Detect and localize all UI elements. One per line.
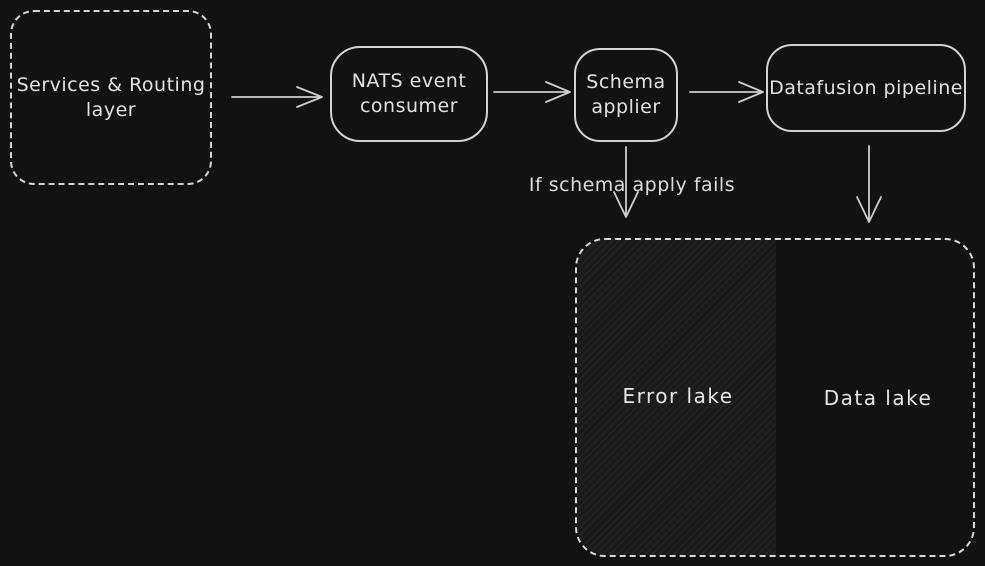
node-label: Datafusion pipeline — [769, 76, 963, 99]
node-nats-event-consumer: NATS event consumer — [330, 46, 488, 142]
node-datafusion-pipeline: Datafusion pipeline — [766, 44, 966, 132]
node-error-lake: Error lake — [622, 384, 734, 408]
node-label: Schema applier — [586, 71, 666, 118]
lake-container: Error lake Data lake — [575, 238, 975, 557]
arrow-datafusion-to-data-lake — [856, 145, 882, 223]
edge-label-if-schema-apply-fails: If schema apply fails — [528, 174, 736, 196]
arrow-services-to-nats — [231, 86, 323, 108]
arrow-schema-to-datafusion — [689, 81, 764, 103]
node-data-lake: Data lake — [823, 386, 933, 410]
error-lake-region — [577, 240, 776, 555]
node-services-routing-layer: Services & Routing layer — [10, 10, 212, 185]
node-label: Services & Routing layer — [16, 73, 206, 121]
node-label: NATS event consumer — [351, 70, 467, 117]
node-schema-applier: Schema applier — [574, 48, 678, 142]
arrow-nats-to-schema — [493, 81, 571, 103]
